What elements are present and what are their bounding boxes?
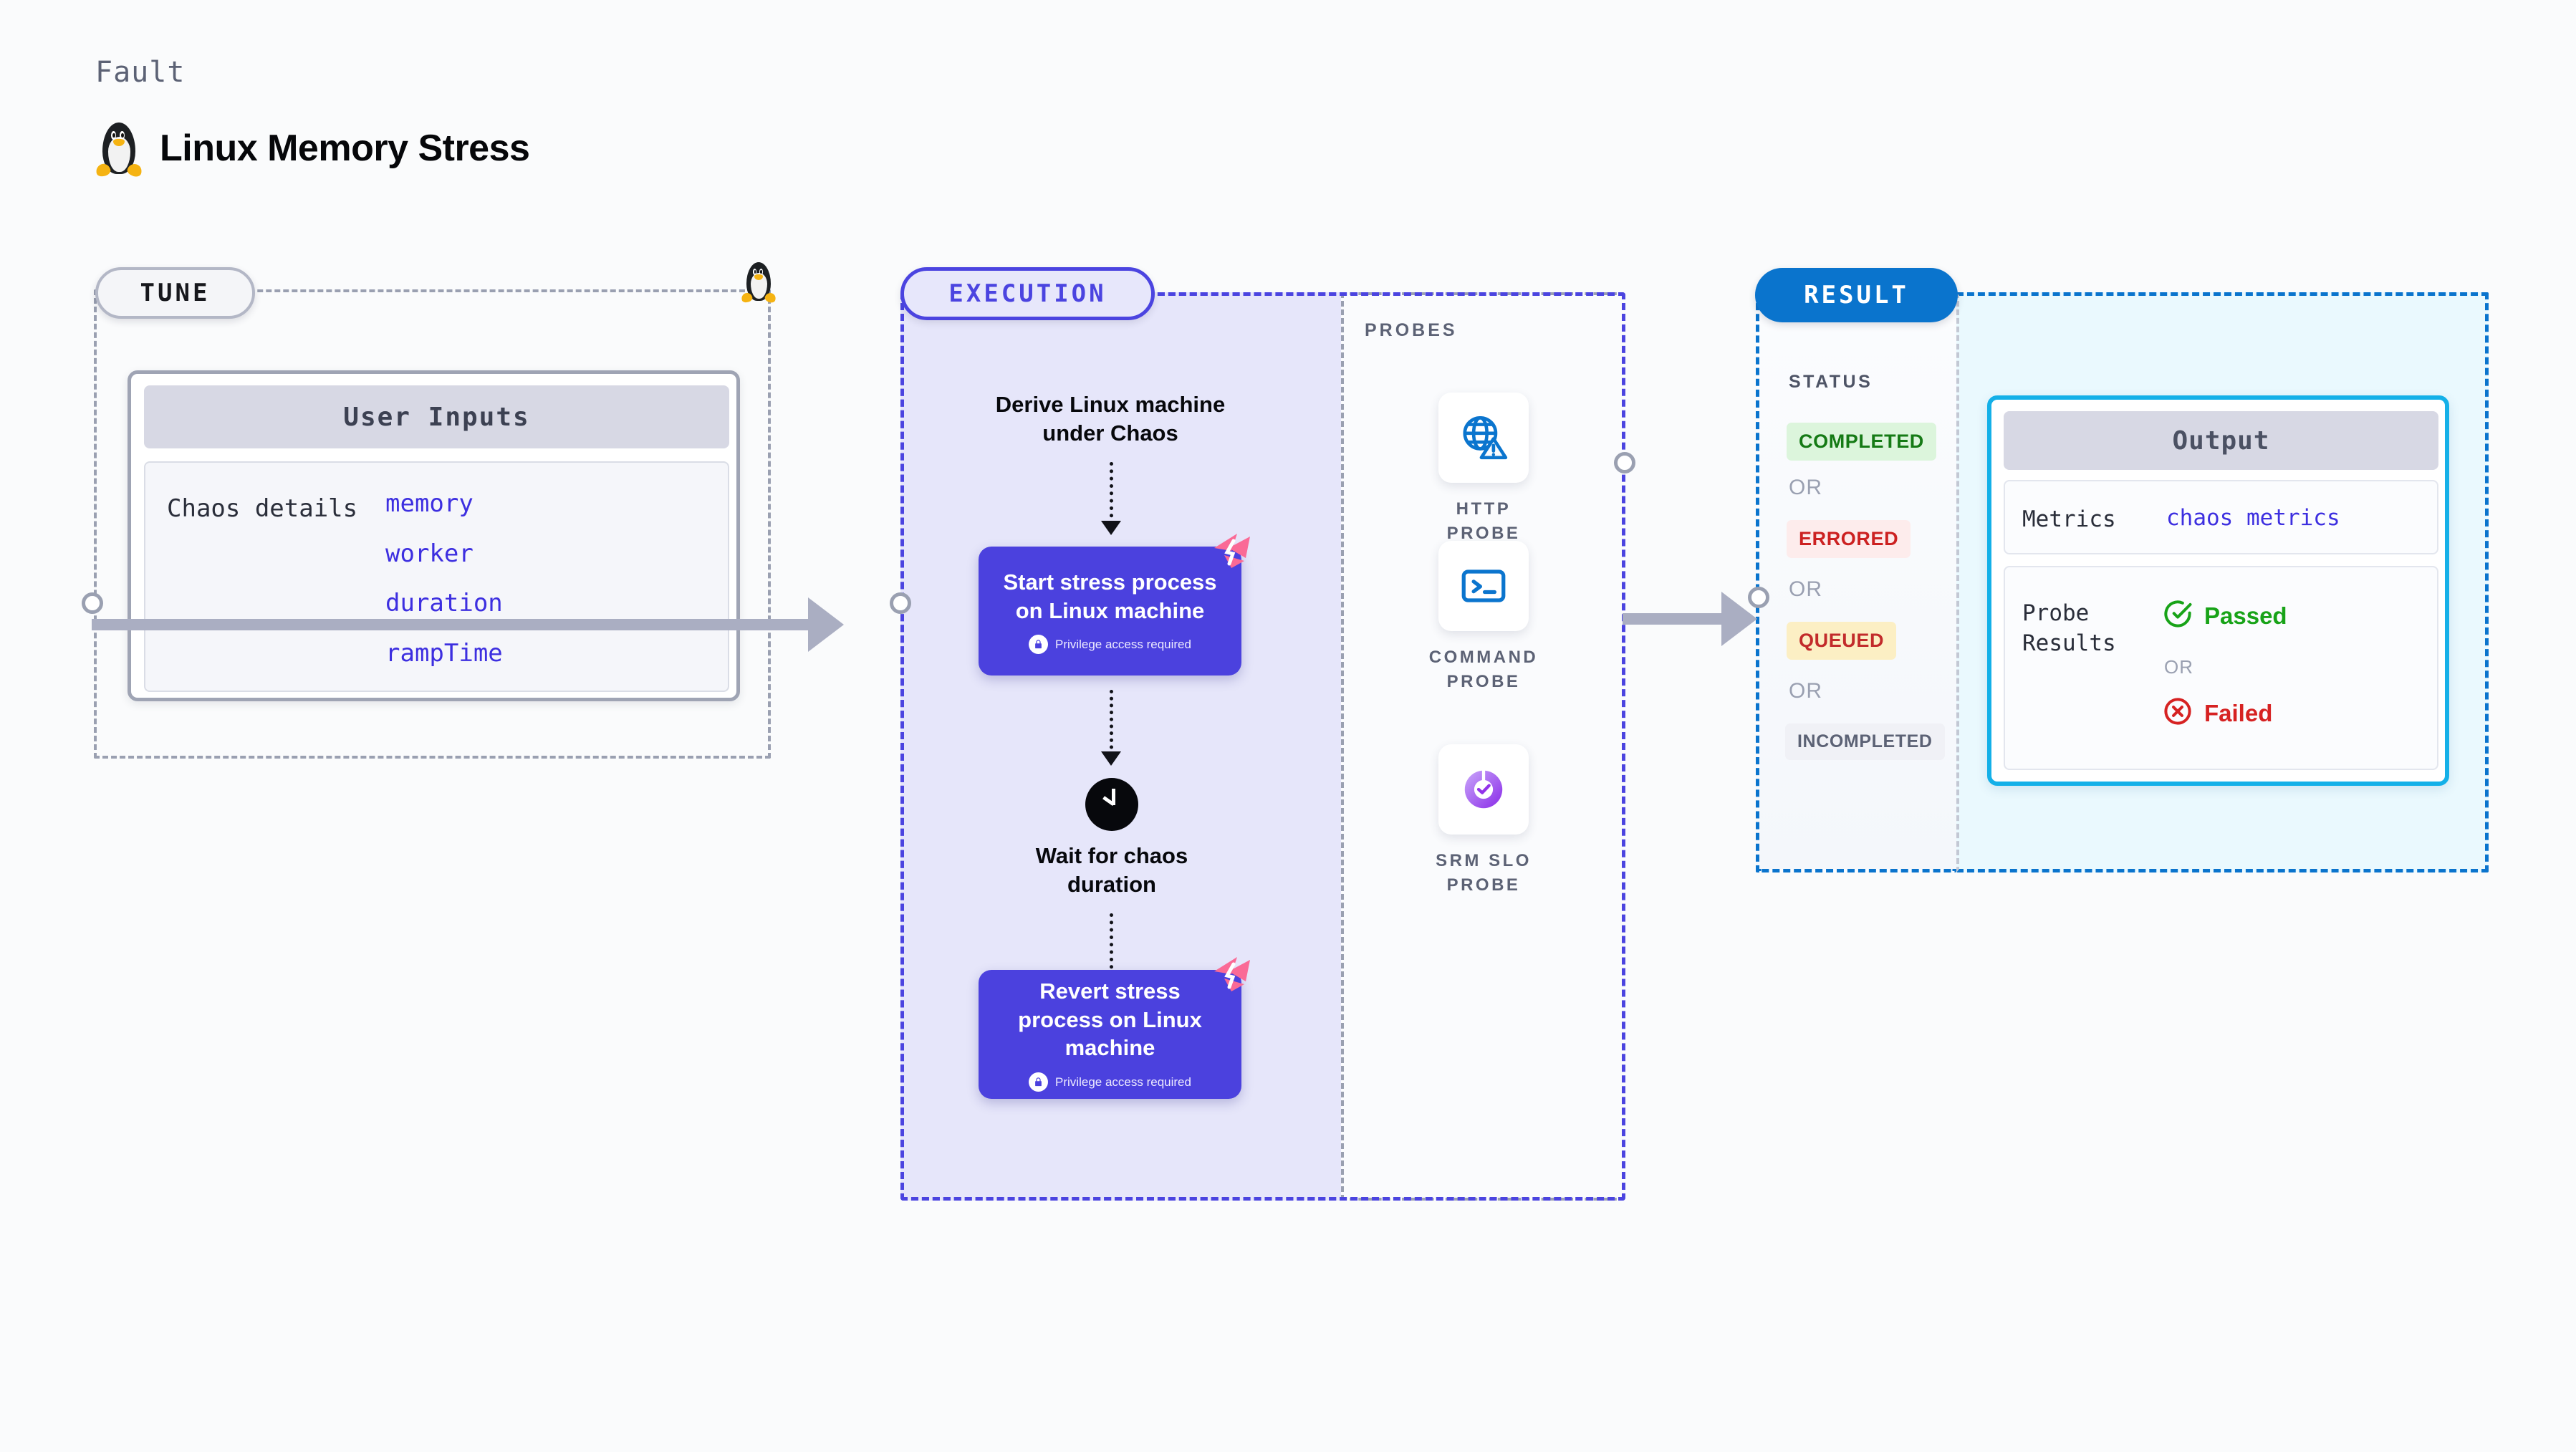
- execution-to-result-arrow: [1623, 592, 1757, 646]
- start-stress-node-title: Start stress process on Linux machine: [1003, 569, 1217, 623]
- terminal-icon: [1438, 541, 1529, 631]
- chaos-details-params: memory worker duration rampTime: [385, 491, 503, 691]
- status-badge-queued: QUEUED: [1787, 622, 1897, 660]
- page-title-row: Linux Memory Stress: [94, 120, 530, 178]
- revert-stress-node[interactable]: Revert stress process on Linux machine P…: [979, 957, 1250, 1099]
- probe-srm-slo[interactable]: SRM SLO PROBE: [1431, 744, 1536, 897]
- param-ramptime[interactable]: rampTime: [385, 639, 503, 668]
- metrics-row: Metrics chaos metrics: [2004, 480, 2438, 554]
- status-badge-errored: ERRORED: [1787, 520, 1911, 558]
- globe-warning-icon: [1438, 393, 1529, 483]
- probe-results-label: Probe Results: [2022, 600, 2116, 656]
- derive-machine-step: Derive Linux machine under Chaos: [995, 392, 1226, 446]
- revert-stress-privilege-note: Privilege access required: [1029, 1072, 1191, 1092]
- page-eyebrow: Fault: [95, 56, 186, 89]
- tune-pill[interactable]: TUNE: [95, 267, 255, 319]
- probe-command[interactable]: COMMAND PROBE: [1428, 541, 1539, 693]
- status-or-1: OR: [1789, 476, 1822, 499]
- probe-srm-slo-label: SRM SLO PROBE: [1436, 851, 1532, 895]
- execution-pill[interactable]: EXECUTION: [900, 267, 1155, 320]
- linux-penguin-icon: [94, 120, 144, 178]
- result-input-port: [1748, 587, 1769, 608]
- linux-penguin-icon: [740, 261, 777, 306]
- output-heading: Output: [2004, 411, 2438, 470]
- param-duration[interactable]: duration: [385, 589, 503, 618]
- status-badge-completed: COMPLETED: [1787, 423, 1936, 461]
- probe-result-passed-label: Passed: [2204, 602, 2287, 629]
- execution-input-port: [890, 592, 911, 614]
- page-title: Linux Memory Stress: [160, 128, 530, 169]
- litmus-logo-icon: [1210, 953, 1254, 993]
- tune-output-port: [82, 592, 103, 614]
- metrics-value[interactable]: chaos metrics: [2166, 505, 2340, 531]
- result-pill[interactable]: RESULT: [1755, 268, 1958, 322]
- probe-http-label: HTTP PROBE: [1446, 499, 1521, 543]
- revert-stress-privilege-text: Privilege access required: [1055, 1074, 1191, 1089]
- user-inputs-heading: User Inputs: [144, 385, 729, 448]
- check-circle-icon: [2163, 599, 2193, 633]
- x-circle-icon: [2163, 696, 2193, 730]
- clock-icon: [1085, 778, 1138, 831]
- lock-icon: [1029, 635, 1049, 655]
- probe-results-row: Probe Results Passed OR: [2004, 566, 2438, 770]
- start-stress-node[interactable]: Start stress process on Linux machine Pr…: [979, 534, 1250, 675]
- lock-icon: [1029, 1072, 1049, 1092]
- status-badge-incompleted: INCOMPLETED: [1785, 723, 1945, 760]
- probe-result-failed-label: Failed: [2204, 699, 2273, 726]
- result-section-frame: [1756, 292, 1956, 872]
- param-worker[interactable]: worker: [385, 539, 474, 568]
- probe-result-or: OR: [2164, 656, 2193, 678]
- probes-side-port: [1614, 452, 1635, 473]
- tune-section-frame: [94, 289, 771, 759]
- start-stress-privilege-note: Privilege access required: [1029, 635, 1191, 655]
- status-or-2: OR: [1789, 577, 1822, 601]
- probe-result-passed: Passed: [2163, 599, 2287, 633]
- status-title: STATUS: [1789, 372, 1873, 392]
- probe-http[interactable]: HTTP PROBE: [1431, 393, 1536, 545]
- probes-title: PROBES: [1365, 320, 1458, 340]
- param-memory[interactable]: memory: [385, 489, 474, 518]
- wait-duration-step: Wait for chaos duration: [1035, 843, 1188, 897]
- start-to-wait-connector: [1101, 690, 1121, 766]
- chaos-details-label: Chaos details: [167, 494, 358, 523]
- probe-result-failed: Failed: [2163, 696, 2272, 730]
- status-or-3: OR: [1789, 679, 1822, 703]
- start-stress-privilege-text: Privilege access required: [1055, 637, 1191, 651]
- probe-command-label: COMMAND PROBE: [1428, 648, 1539, 691]
- chaos-details-panel: Chaos details memory worker duration ram…: [144, 461, 729, 692]
- litmus-logo-icon: [1210, 529, 1254, 569]
- user-inputs-card: User Inputs Chaos details memory worker …: [128, 370, 740, 701]
- tune-to-execution-arrow: [92, 597, 844, 652]
- derive-to-start-connector: [1101, 462, 1121, 535]
- slo-donut-check-icon: [1438, 744, 1529, 835]
- probes-frame-mask: [1621, 289, 1630, 1203]
- revert-stress-node-title: Revert stress process on Linux machine: [1018, 978, 1202, 1061]
- metrics-label: Metrics: [2022, 506, 2116, 532]
- output-card: Output Metrics chaos metrics Probe Resul…: [1987, 395, 2449, 786]
